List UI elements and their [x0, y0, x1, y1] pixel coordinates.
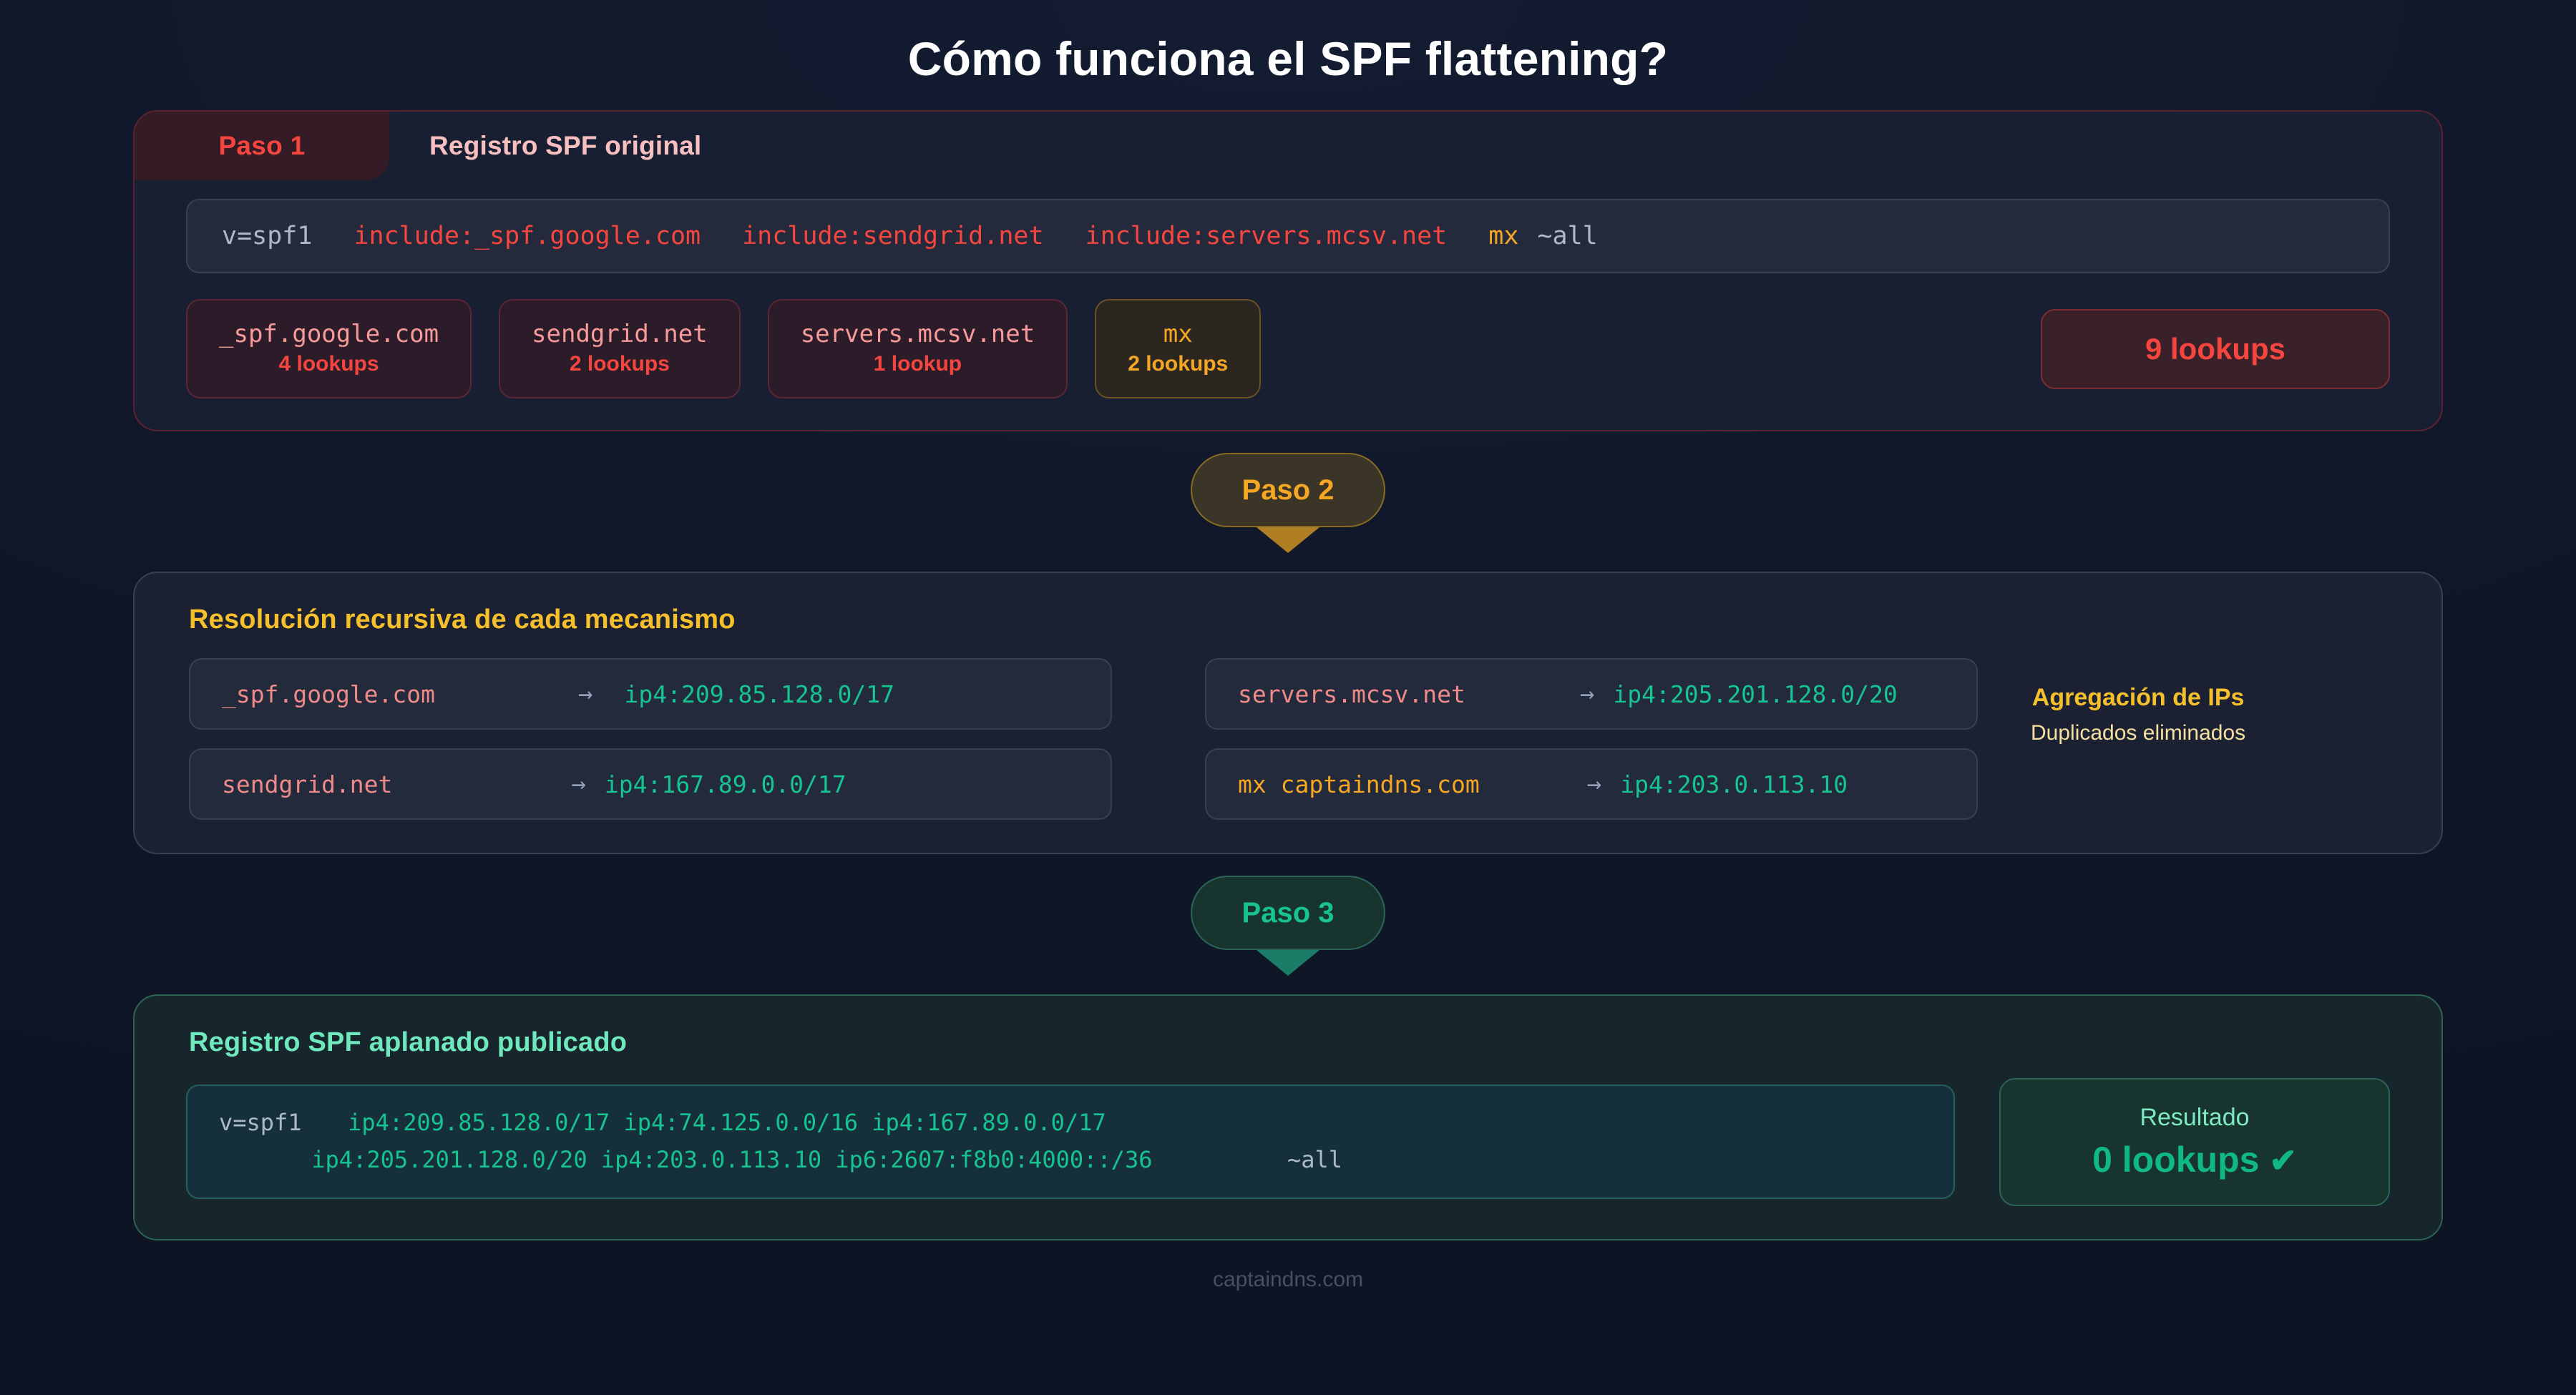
step3-title: Registro SPF aplanado publicado [189, 1027, 628, 1057]
resolution-ip: ip4:203.0.113.10 [1620, 770, 1848, 798]
all-token: ~all [1287, 1146, 1343, 1174]
result-value-wrap: 0 lookups ✔ [2015, 1136, 2374, 1185]
aggregation-note: Agregación de IPs Duplicados eliminados [2031, 658, 2245, 750]
include-mcsv-token: include:servers.mcsv.net [1085, 222, 1448, 250]
flattened-ips-line-2: ip4:205.201.128.0/20 ip4:203.0.113.10 ip… [311, 1146, 1153, 1174]
chip-count-label: 4 lookups [278, 351, 379, 376]
mx-token: mx [1488, 222, 1519, 250]
total-lookups-badge: 9 lookups [2041, 308, 2390, 389]
chip-row-spacer [1288, 299, 2014, 398]
step1-card: Paso 1 Registro SPF original v=spf1 incl… [133, 110, 2443, 431]
flattened-record-line-2: ip4:205.201.128.0/20 ip4:203.0.113.10 ip… [219, 1142, 1922, 1179]
resolution-source: sendgrid.net [222, 770, 393, 798]
resolution-row: _spf.google.com → ip4:209.85.128.0/17 [189, 658, 1112, 730]
chip-domain-label: mx [1163, 320, 1193, 348]
arrow-right-icon: → [1579, 680, 1595, 708]
lookup-chip-mx[interactable]: mx 2 lookups [1095, 299, 1262, 398]
arrow-down-icon [1257, 527, 1319, 553]
resolution-grid: _spf.google.com → ip4:209.85.128.0/17 se… [135, 635, 2441, 820]
resolution-source: servers.mcsv.net [1238, 680, 1465, 708]
original-spf-record: v=spf1 include:_spf.google.com include:s… [186, 199, 2390, 273]
lookup-chip-row: _spf.google.com 4 lookups sendgrid.net 2… [186, 299, 2390, 398]
aggregation-subtitle: Duplicados eliminados [2031, 721, 2246, 745]
resolution-row: sendgrid.net → ip4:167.89.0.0/17 [189, 748, 1112, 820]
include-google-token: include:_spf.google.com [353, 222, 701, 250]
resolution-row: servers.mcsv.net → ip4:205.201.128.0/20 [1205, 658, 1978, 730]
flattened-ips-line-1: ip4:209.85.128.0/17 ip4:74.125.0.0/16 ip… [348, 1109, 1106, 1137]
spf-version-token: v=spf1 [219, 1109, 302, 1137]
connector-step2-wrap: Paso 2 [133, 431, 2443, 572]
chip-count-label: 2 lookups [569, 351, 670, 376]
step1-tab[interactable]: Paso 1 [135, 112, 389, 180]
step3-card: Registro SPF aplanado publicado v=spf1 i… [133, 994, 2443, 1240]
step3-pill[interactable]: Paso 3 [1191, 876, 1385, 950]
resolution-row: mx captaindns.com → ip4:203.0.113.10 [1205, 748, 1978, 820]
step1-subtitle: Registro SPF original [429, 131, 702, 160]
all-token: ~all [1537, 222, 1598, 250]
lookup-chip[interactable]: servers.mcsv.net 1 lookup [767, 299, 1068, 398]
arrow-right-icon: → [571, 770, 586, 798]
aggregation-title: Agregación de IPs [2031, 684, 2245, 711]
step2-card: Resolución recursiva de cada mecanismo _… [133, 572, 2443, 854]
chip-domain-label: servers.mcsv.net [800, 320, 1035, 348]
resolution-column-right: servers.mcsv.net → ip4:205.201.128.0/20 … [1205, 658, 1978, 820]
resolution-source: mx captaindns.com [1238, 770, 1480, 798]
chip-domain-label: sendgrid.net [532, 320, 708, 348]
flattened-spf-record: v=spf1 ip4:209.85.128.0/17 ip4:74.125.0.… [186, 1085, 1955, 1200]
lookup-chip[interactable]: _spf.google.com 4 lookups [186, 299, 472, 398]
result-badge: Resultado 0 lookups ✔ [1999, 1078, 2390, 1206]
result-label: Resultado [2140, 1104, 2250, 1131]
lookup-chip[interactable]: sendgrid.net 2 lookups [499, 299, 741, 398]
resolution-source: _spf.google.com [222, 680, 436, 708]
chip-domain-label: _spf.google.com [219, 320, 439, 348]
arrow-down-icon [1257, 950, 1319, 976]
step2-title: Resolución recursiva de cada mecanismo [189, 604, 736, 635]
resolution-column-left: _spf.google.com → ip4:209.85.128.0/17 se… [189, 658, 1112, 820]
connector-step3-wrap: Paso 3 [133, 854, 2443, 994]
page-title: Cómo funciona el SPF flattening? [907, 32, 1669, 85]
footer-watermark: captaindns.com [1212, 1267, 1364, 1291]
resolution-ip: ip4:167.89.0.0/17 [604, 770, 847, 798]
step3-body: v=spf1 ip4:209.85.128.0/17 ip4:74.125.0.… [135, 1058, 2441, 1206]
arrow-right-icon: → [578, 680, 593, 708]
step1-header: Paso 1 Registro SPF original [135, 112, 2441, 180]
flattened-record-line-1: v=spf1 ip4:209.85.128.0/17 ip4:74.125.0.… [219, 1105, 1922, 1142]
include-sendgrid-token: include:sendgrid.net [742, 222, 1044, 250]
resolution-ip: ip4:209.85.128.0/17 [624, 680, 895, 708]
connector-step3: Paso 3 [133, 876, 2443, 976]
step2-pill[interactable]: Paso 2 [1191, 453, 1385, 527]
chip-count-label: 1 lookup [873, 351, 962, 376]
resolution-ip: ip4:205.201.128.0/20 [1613, 680, 1898, 708]
connector-step2: Paso 2 [133, 453, 2443, 553]
check-icon: ✔ [2269, 1142, 2297, 1179]
arrow-right-icon: → [1586, 770, 1602, 798]
spf-version-token: v=spf1 [222, 222, 313, 250]
chip-count-label: 2 lookups [1128, 351, 1229, 376]
result-value: 0 lookups [2092, 1140, 2260, 1180]
